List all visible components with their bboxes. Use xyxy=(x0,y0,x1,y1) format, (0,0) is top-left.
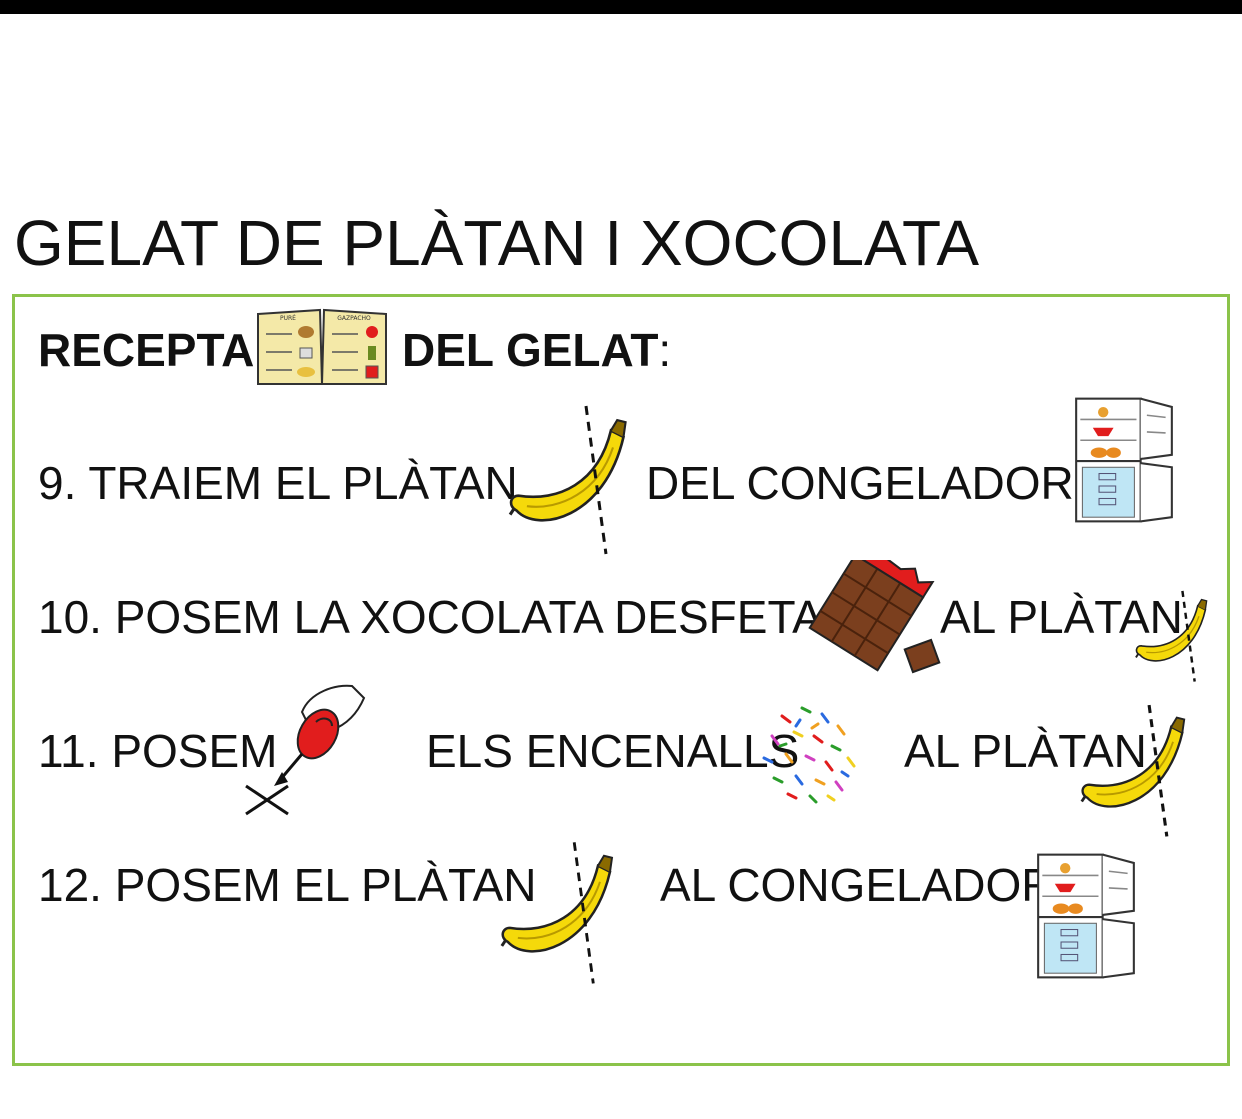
step-10-number: 10. xyxy=(38,591,102,643)
sprinkles-icon xyxy=(762,706,856,804)
book-left-title: PURÉ xyxy=(280,314,296,322)
step-10-text: POSEM LA XOCOLATA DESFETA xyxy=(114,591,823,643)
freezer-icon xyxy=(1075,397,1173,523)
step-9-number: 9. xyxy=(38,457,77,509)
recipe-heading-end: DEL GELAT: xyxy=(402,323,671,377)
recipe-heading-colon: : xyxy=(658,324,672,376)
step-9-text-a: 9. TRAIEM EL PLÀTAN xyxy=(38,456,518,510)
step-11-text-a: 11. POSEM xyxy=(38,724,277,778)
step-9-text: TRAIEM EL PLÀTAN xyxy=(88,457,518,509)
recipe-heading-end-text: DEL GELAT xyxy=(402,324,659,376)
chocolate-bar-icon xyxy=(808,560,941,674)
top-bar xyxy=(0,0,1242,14)
book-right-title: GAZPACHO xyxy=(337,315,371,322)
step-12-text-b: AL CONGELADOR xyxy=(660,859,1055,911)
put-hand-icon xyxy=(245,684,366,816)
step-11-number: 11. xyxy=(38,725,99,777)
step-10-text-a: 10. POSEM LA XOCOLATA DESFETA xyxy=(38,590,823,644)
step-11-text-c: AL PLÀTAN xyxy=(904,725,1147,777)
step-12-text-a: 12. POSEM EL PLÀTAN xyxy=(38,858,537,912)
step-11-text: POSEM xyxy=(111,725,278,777)
step-12-number: 12. xyxy=(38,859,102,911)
freezer-icon xyxy=(1037,853,1135,979)
recipe-box xyxy=(12,294,1230,1066)
banana-icon xyxy=(1080,704,1186,837)
banana-icon xyxy=(1134,590,1208,682)
page-title: GELAT DE PLÀTAN I XOCOLATA xyxy=(14,207,979,279)
banana-icon xyxy=(500,842,614,984)
step-12-text: POSEM EL PLÀTAN xyxy=(114,859,537,911)
step-11-text-b: ELS ENCENALLS xyxy=(426,725,800,777)
banana-icon xyxy=(508,405,628,555)
recipe-book-icon: PURÉ GAZPACHO xyxy=(257,308,387,385)
step-9-text-b: DEL CONGELADOR xyxy=(646,457,1074,509)
step-10-text-b: AL PLÀTAN xyxy=(940,591,1183,643)
recipe-heading-start: RECEPTA xyxy=(38,324,255,376)
